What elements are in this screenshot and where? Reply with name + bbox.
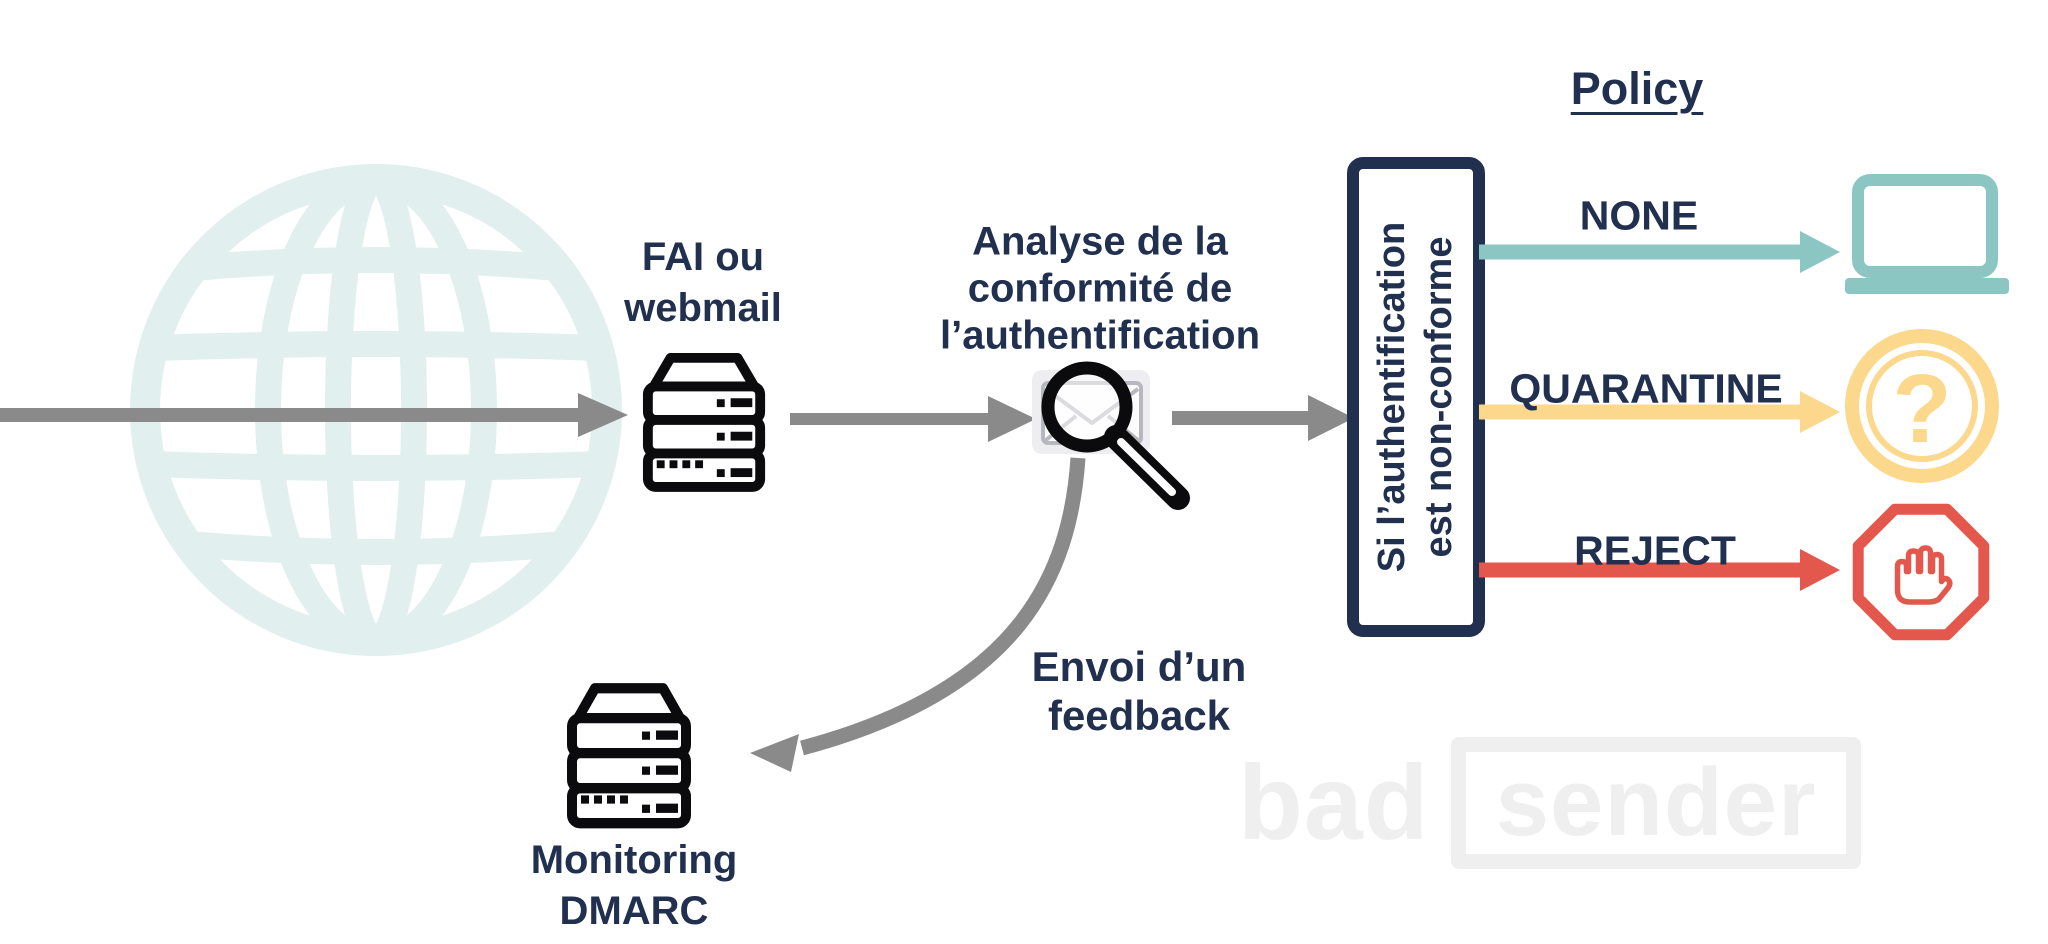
mail-search-icon	[1032, 361, 1190, 510]
mail-flow-arrow-policy	[1172, 395, 1354, 441]
mail-flow-arrow-analysis	[790, 396, 1036, 442]
policy-option-reject: REJECT	[1574, 527, 1736, 574]
policy-title: Policy	[1570, 63, 1704, 114]
feedback-curve-arrow	[800, 457, 1086, 756]
watermark-sender-box: sender	[1451, 737, 1861, 869]
analysis-label: Analyse de la conformité de l’authentifi…	[940, 219, 1260, 358]
watermark-bad: bad	[1238, 744, 1430, 862]
feedback-label: Envoi d’un feedback	[1031, 643, 1247, 739]
watermark-sender: sender	[1495, 749, 1817, 856]
policy-option-none: NONE	[1579, 192, 1699, 239]
monitoring-label: Monitoring DMARC	[530, 838, 738, 933]
policy-arrow-reject	[1479, 549, 1840, 591]
question-circle-icon	[1845, 329, 1999, 483]
policy-arrow-quarantine	[1479, 391, 1840, 433]
feedback-arrowhead	[750, 734, 799, 772]
condition-label: Si l’authentification est non-conforme	[1371, 221, 1460, 573]
stop-hand-icon	[1852, 503, 1990, 641]
isp-server-icon	[648, 358, 760, 487]
mail-flow-arrow-in	[0, 393, 628, 437]
isp-label: FAI ou webmail	[624, 235, 782, 330]
question-mark-glyph: ?	[1892, 354, 1952, 463]
policy-arrow-none	[1479, 231, 1840, 273]
policy-option-quarantine: QUARANTINE	[1509, 365, 1783, 412]
monitoring-server-icon	[572, 688, 686, 823]
condition-box	[1347, 157, 1485, 637]
laptop-icon	[1845, 174, 2009, 294]
hand-glyph	[1894, 545, 1953, 605]
